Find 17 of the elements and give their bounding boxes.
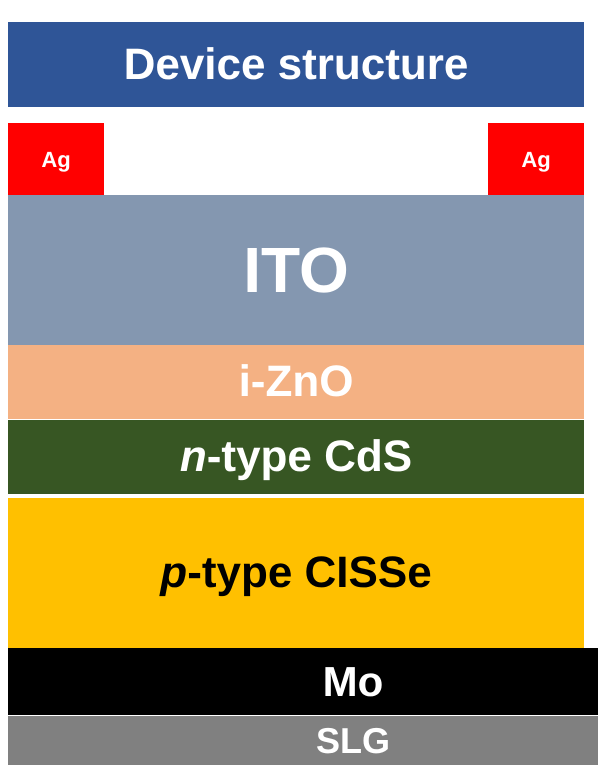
layer-label: Ag [41, 146, 71, 174]
layer-label: ITO [243, 233, 349, 308]
layer-band [8, 345, 584, 419]
electrode-contact [488, 123, 584, 195]
layer-band [8, 648, 598, 715]
layer-band [8, 716, 598, 765]
layer-label: Ag [521, 146, 551, 174]
layer-band [8, 420, 584, 494]
layer-label: SLG [316, 722, 390, 758]
layer-label: n-type CdS [180, 431, 412, 483]
electrode-contact [8, 123, 104, 195]
layer-band [8, 498, 584, 648]
title-banner: Device structure [8, 22, 584, 107]
layer-label: i-ZnO [238, 356, 354, 408]
layer-band [8, 195, 584, 345]
layer-label: Mo [322, 657, 384, 707]
layer-label: p-type CISSe [160, 547, 432, 599]
